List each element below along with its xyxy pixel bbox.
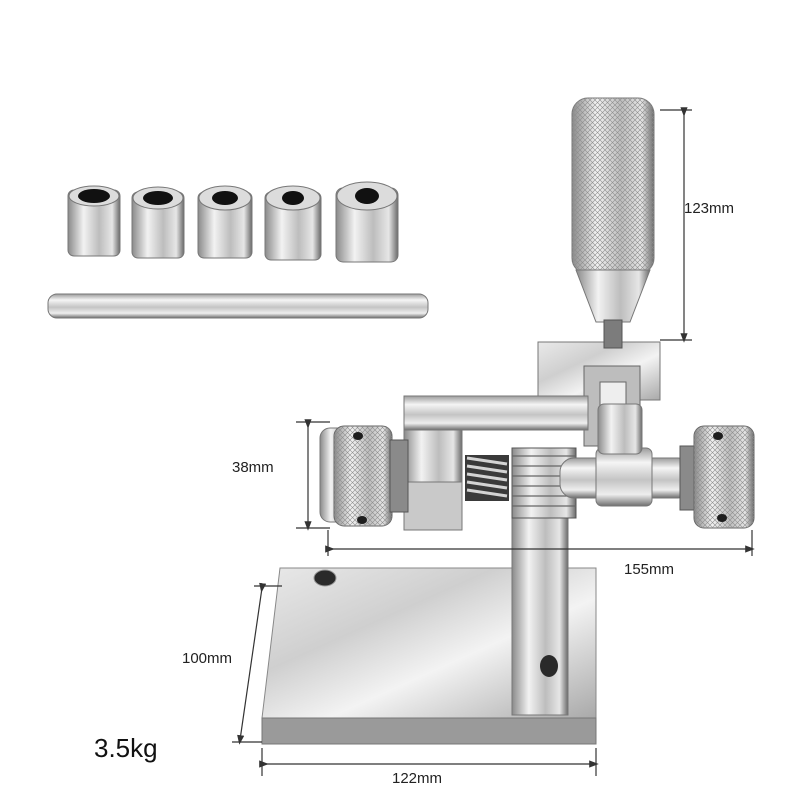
- handle: [571, 97, 655, 349]
- steel-rod: [47, 293, 429, 319]
- main-block: [403, 395, 589, 531]
- total-width-label: 155mm: [624, 561, 675, 578]
- dimension-lines: [232, 107, 755, 776]
- bushing-4: [264, 185, 322, 261]
- bushing-5: [335, 181, 399, 263]
- spring: [465, 455, 509, 501]
- left-knob: [319, 425, 409, 527]
- bushing-3: [197, 185, 253, 259]
- handle-length-label: 123mm: [684, 200, 735, 217]
- base-width-label: 122mm: [392, 770, 443, 787]
- roller-height-label: 38mm: [232, 459, 274, 476]
- weight-label: 3.5kg: [94, 733, 158, 763]
- bushing-2: [131, 186, 185, 259]
- bushings: [67, 181, 399, 263]
- right-knob: [679, 425, 755, 529]
- bushing-1: [67, 185, 121, 257]
- base-depth-label: 100mm: [182, 650, 233, 667]
- vertical-post: [511, 494, 569, 716]
